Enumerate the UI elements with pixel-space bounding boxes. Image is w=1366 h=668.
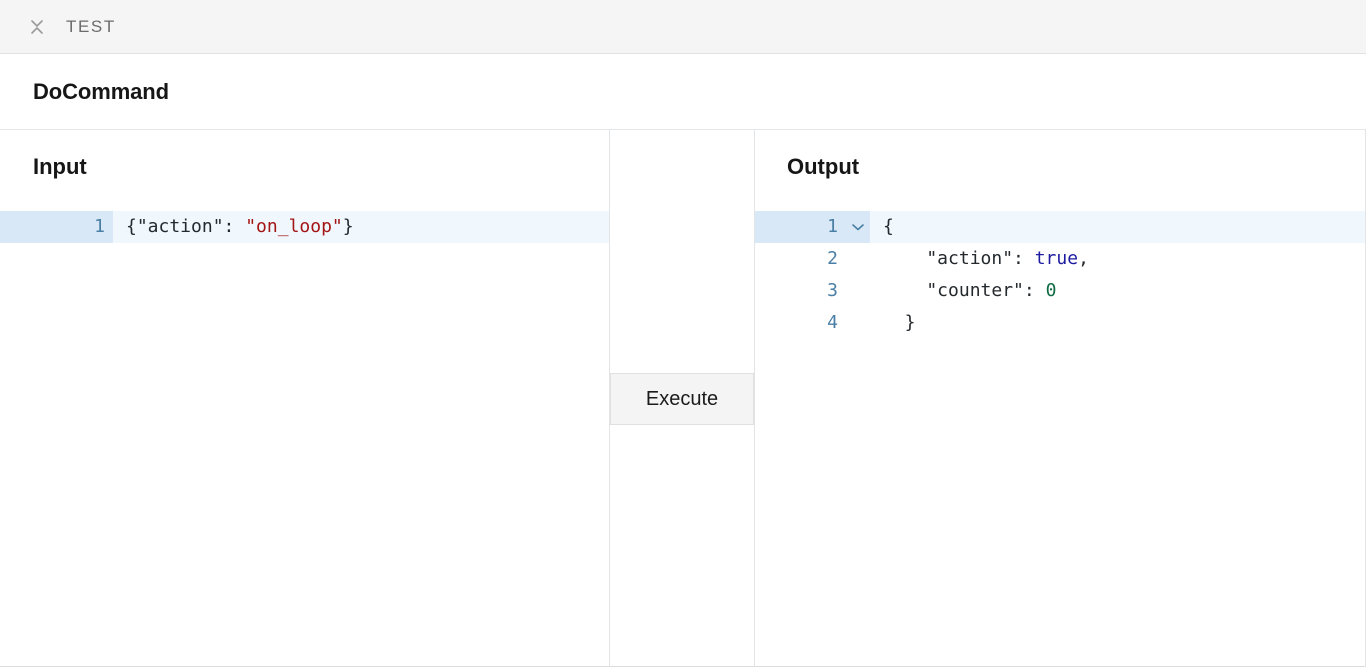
line-gutter: 1 [0, 211, 113, 243]
code-line-content: "action": true, [870, 243, 1365, 275]
actions-pane: Execute [609, 130, 755, 667]
fold-placeholder [846, 255, 870, 263]
code-token-punct: {"action": [126, 216, 246, 237]
code-token-num: 0 [1045, 280, 1057, 301]
output-pane: Output 1{2 "action": true,3 "counter": 0… [755, 130, 1366, 667]
command-title-bar: DoCommand [0, 54, 1366, 130]
output-heading: Output [787, 154, 860, 179]
code-token-punct: } [342, 216, 354, 237]
chevron-down-icon[interactable] [846, 223, 870, 231]
code-line-content: {"action": "on_loop"} [113, 211, 609, 243]
line-gutter: 1 [755, 211, 870, 243]
code-line[interactable]: 1{ [755, 211, 1365, 243]
code-token-punct: } [883, 312, 916, 333]
code-token-punct: , [1078, 248, 1089, 269]
test-label: TEST [66, 16, 116, 36]
code-token-bool: true [1034, 248, 1079, 269]
execute-button[interactable]: Execute [610, 373, 754, 425]
code-token-key: "action": [883, 248, 1035, 269]
page-title: DoCommand [33, 78, 169, 104]
code-line[interactable]: 1 {"action": "on_loop"} [0, 211, 609, 243]
test-header-bar: TEST [0, 0, 1366, 54]
input-heading: Input [33, 154, 87, 179]
code-token-string: "on_loop" [245, 216, 343, 237]
code-line-content: { [870, 211, 1365, 243]
line-gutter: 4 [755, 307, 870, 339]
line-number: 1 [94, 216, 105, 237]
input-code-editor[interactable]: 1 {"action": "on_loop"} [0, 211, 609, 243]
fold-placeholder [846, 319, 870, 327]
line-gutter: 2 [755, 243, 870, 275]
line-gutter: 3 [755, 275, 870, 307]
code-line[interactable]: 2 "action": true, [755, 243, 1365, 275]
line-number: 2 [827, 248, 838, 269]
code-line[interactable]: 3 "counter": 0 [755, 275, 1365, 307]
input-pane: Input 1 {"action": "on_loop"} [0, 130, 609, 667]
line-number: 3 [827, 280, 838, 301]
code-token-punct: { [883, 216, 894, 237]
line-number: 4 [827, 312, 838, 333]
code-token-key: "counter": [883, 280, 1046, 301]
panes-container: Input 1{"action": "on_loop"} Execute Out… [0, 130, 1366, 667]
line-number: 1 [827, 216, 838, 237]
code-line-content: "counter": 0 [870, 275, 1365, 307]
code-line[interactable]: 4 } [755, 307, 1365, 339]
code-line-content: } [870, 307, 1365, 339]
collapse-vertical-icon[interactable] [28, 17, 46, 37]
fold-placeholder [846, 287, 870, 295]
